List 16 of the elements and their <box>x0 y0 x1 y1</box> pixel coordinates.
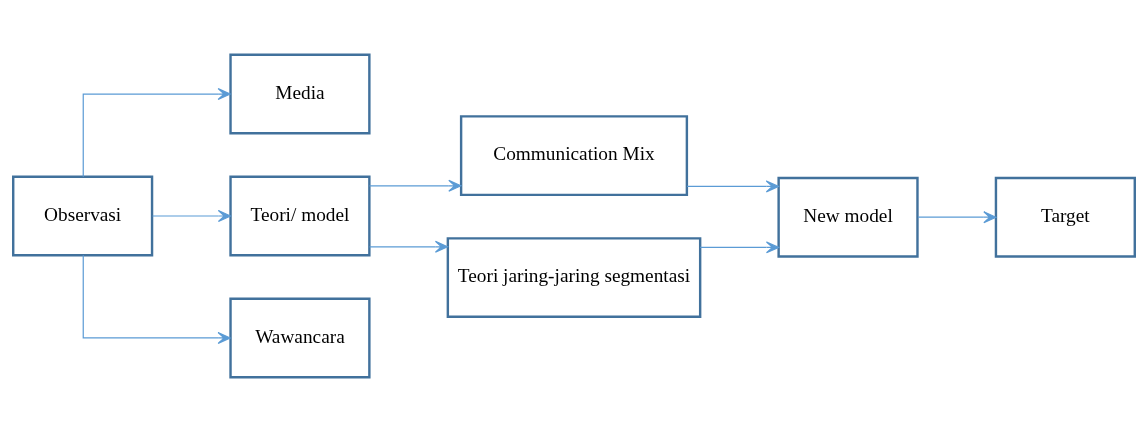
node-box: Teori/ model <box>229 175 371 257</box>
arrow <box>368 179 462 192</box>
node-box: Media <box>229 53 371 135</box>
node-box: New model <box>777 176 919 258</box>
node-box: Teori jaring-jaring segmentasi <box>446 237 702 318</box>
arrow <box>82 254 231 344</box>
node-box: Target <box>994 176 1136 258</box>
arrow <box>152 209 232 223</box>
arrow <box>686 180 779 193</box>
arrow <box>82 88 231 178</box>
arrow <box>368 240 449 253</box>
node-box: Communication Mix <box>459 115 689 197</box>
arrow <box>917 211 997 224</box>
node-box: Wawancara <box>229 297 371 379</box>
node-box: Observasi <box>12 175 154 257</box>
arrow <box>699 241 780 254</box>
